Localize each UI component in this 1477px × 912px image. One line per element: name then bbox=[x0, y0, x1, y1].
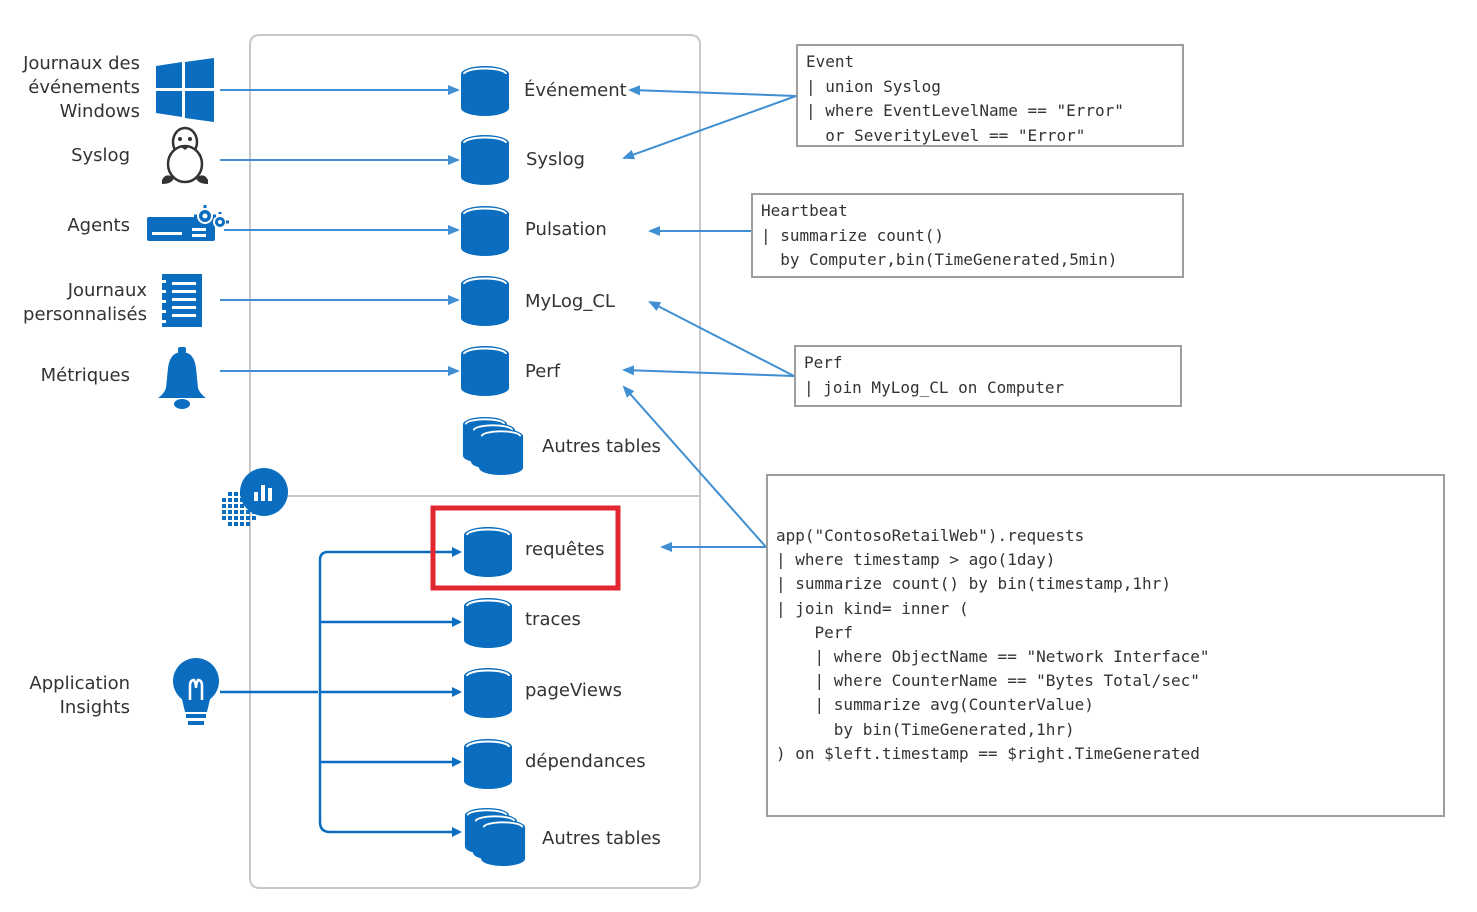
source-label-line: personnalisés bbox=[23, 304, 147, 325]
cylinder-traces bbox=[463, 597, 513, 649]
query-line: | summarize count() bbox=[761, 225, 945, 245]
query-box-heartbeat: Heartbeat | summarize count() by Computer… bbox=[751, 193, 1184, 278]
table-label-traces: traces bbox=[525, 609, 581, 630]
query-line: | where EventLevelName == "Error" bbox=[806, 101, 1124, 120]
table-label-dependencies: dépendances bbox=[525, 751, 646, 772]
bell-icon bbox=[158, 347, 206, 409]
cylinder-syslog bbox=[460, 134, 510, 186]
source-label-line: Journaux des bbox=[22, 53, 140, 74]
custom-log-notebook-icon bbox=[158, 274, 202, 327]
cylinder-dependencies bbox=[463, 738, 513, 790]
arrow-app-query-to-perf bbox=[622, 385, 767, 548]
query-line: | union Syslog bbox=[806, 76, 941, 96]
query-line: ) on $left.timestamp == $right.TimeGener… bbox=[776, 743, 1200, 763]
table-label-other-tables: Autres tables bbox=[542, 436, 661, 457]
source-label-line: événements bbox=[28, 77, 140, 98]
source-label-line: Windows bbox=[60, 101, 140, 122]
log-analytics-icon bbox=[222, 468, 288, 526]
cylinder-heartbeat bbox=[460, 205, 510, 257]
table-label-perf: Perf bbox=[525, 361, 561, 382]
source-label-line: Journaux bbox=[67, 280, 148, 301]
table-label-pageviews: pageViews bbox=[525, 680, 622, 701]
cylinder-stack-other-tables bbox=[462, 416, 524, 476]
query-line: | where timestamp > ago(1day) bbox=[776, 550, 1056, 570]
table-label-heartbeat: Pulsation bbox=[525, 219, 607, 240]
source-label-line: Agents bbox=[67, 215, 130, 236]
linux-penguin-icon bbox=[162, 126, 208, 184]
app-insights-label-line: Insights bbox=[60, 697, 130, 718]
query-line: by bin(TimeGenerated,1hr) bbox=[776, 719, 1075, 739]
windows-logo-icon bbox=[156, 58, 214, 122]
table-label-mylog: MyLog_CL bbox=[525, 291, 615, 312]
lightbulb-icon bbox=[173, 658, 219, 725]
query-line: Perf bbox=[804, 353, 843, 372]
arrow-query-to-perf bbox=[622, 365, 795, 377]
cylinder-pageviews bbox=[463, 667, 513, 719]
cylinder-event bbox=[460, 65, 510, 117]
query-box-app-requests: app("ContosoRetailWeb").requests | where … bbox=[766, 474, 1445, 817]
highlight-box-requests bbox=[430, 505, 621, 591]
query-line: Perf bbox=[776, 622, 854, 642]
query-line: by Computer,bin(TimeGenerated,5min) bbox=[761, 250, 1118, 269]
query-line: or SeverityLevel == "Error" bbox=[806, 125, 1086, 145]
query-box-perf-join: Perf | join MyLog_CL on Computer bbox=[794, 345, 1182, 407]
table-label-app-other-tables: Autres tables bbox=[542, 828, 661, 849]
source-label-line: Métriques bbox=[41, 365, 130, 386]
app-insights-connector bbox=[220, 550, 458, 834]
query-line: | summarize avg(CounterValue) bbox=[776, 695, 1094, 715]
arrow-query-to-syslog bbox=[622, 95, 797, 160]
table-label-event: Événement bbox=[524, 79, 627, 101]
query-line: app("ContosoRetailWeb").requests bbox=[776, 526, 1085, 545]
query-line: | join kind= inner ( bbox=[776, 598, 969, 618]
query-box-event-syslog: Event | union Syslog | where EventLevelNam… bbox=[796, 44, 1184, 147]
table-label-syslog: Syslog bbox=[526, 149, 585, 170]
app-insights-label-line: Application bbox=[29, 673, 130, 694]
cylinder-perf bbox=[460, 345, 510, 397]
agent-server-gear-icon bbox=[147, 205, 229, 241]
cylinder-mylog bbox=[460, 275, 510, 327]
query-line: | summarize count() by bin(timestamp,1hr… bbox=[776, 574, 1171, 594]
query-line: Heartbeat bbox=[761, 201, 848, 220]
cylinder-requests bbox=[463, 526, 513, 578]
arrow-query-to-mylog bbox=[648, 301, 795, 377]
query-line: | where ObjectName == "Network Interface… bbox=[776, 647, 1210, 667]
arrow-query-to-event bbox=[628, 85, 797, 97]
query-line: Event bbox=[806, 52, 855, 71]
source-label-line: Syslog bbox=[71, 145, 130, 166]
query-line: | where CounterName == "Bytes Total/sec" bbox=[776, 671, 1200, 691]
app-insights-panel bbox=[249, 495, 701, 889]
query-line: | join MyLog_CL on Computer bbox=[804, 377, 1065, 397]
cylinder-stack-app-other-tables bbox=[464, 807, 526, 867]
table-label-requests: requêtes bbox=[525, 539, 605, 560]
